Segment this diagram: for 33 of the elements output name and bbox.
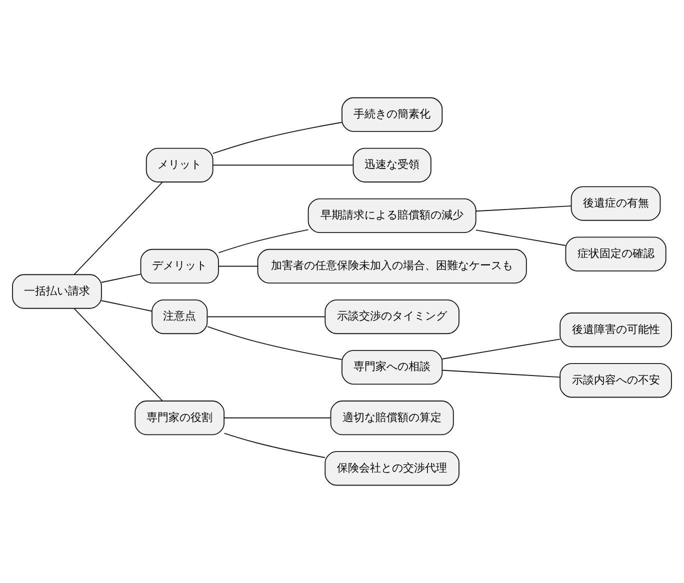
connector xyxy=(212,122,342,154)
connector xyxy=(442,338,560,360)
node-box: 専門家の役割 xyxy=(134,400,225,436)
node-box: 手続きの簡素化 xyxy=(342,97,443,132)
node-box: 早期請求による賠償額の減少 xyxy=(308,198,476,233)
connector xyxy=(101,274,142,283)
connector xyxy=(475,205,572,212)
node-box: 一括払い請求 xyxy=(12,274,102,309)
node-box: 後遺障害の可能性 xyxy=(560,312,672,348)
connector xyxy=(224,432,326,458)
connector xyxy=(475,230,566,246)
connector xyxy=(74,182,163,275)
node-box: デメリット xyxy=(140,248,219,284)
node-box: 加害者の任意保険未加入の場合、困難なケースも xyxy=(257,248,527,284)
connector xyxy=(442,370,560,378)
connector xyxy=(218,229,309,254)
connector xyxy=(207,316,326,318)
connector xyxy=(212,164,354,166)
connector xyxy=(101,300,152,312)
node-box: 適切な賠償額の算定 xyxy=(330,400,454,436)
node-box: 迅速な受領 xyxy=(352,148,432,182)
node-box: 専門家への相談 xyxy=(342,350,443,385)
node-box: メリット xyxy=(146,148,214,182)
connector xyxy=(74,308,163,402)
connector xyxy=(224,417,331,418)
connector xyxy=(206,326,342,360)
node-box: 示談内容への不安 xyxy=(560,363,672,398)
node-box: 後遺症の有無 xyxy=(570,186,661,221)
node-box: 症状固定の確認 xyxy=(565,236,666,272)
connector xyxy=(218,266,258,267)
node-box: 示談交渉のタイミング xyxy=(324,299,460,334)
node-box: 保険会社との交渉代理 xyxy=(324,451,460,486)
node-box: 注意点 xyxy=(152,299,208,334)
